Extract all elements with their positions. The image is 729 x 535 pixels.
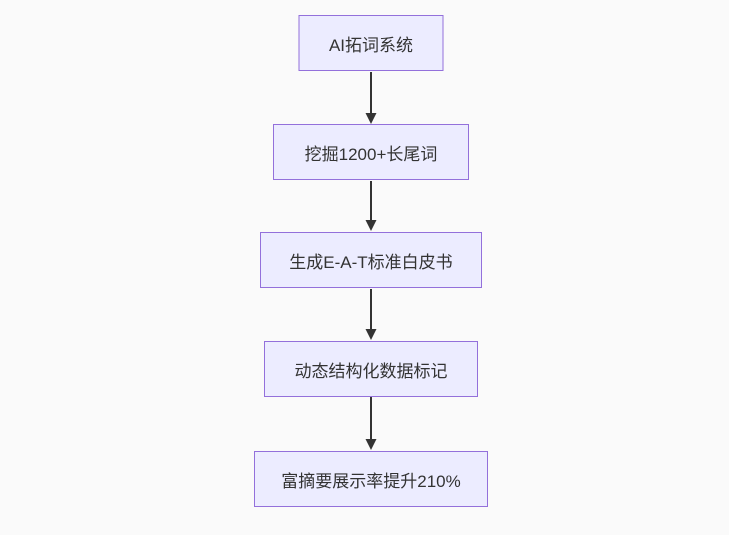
arrowhead-down-icon [365,329,377,340]
flow-node-longtail-mining: 挖掘1200+长尾词 [273,124,469,180]
flow-edge-d-e [365,397,377,450]
flow-node-rich-snippet-rate: 富摘要展示率提升210% [254,451,488,507]
flow-edge-a-b [365,72,377,124]
flow-edge-b-c [365,181,377,231]
arrowhead-down-icon [365,113,377,124]
flow-node-ai-keyword-system: AI拓词系统 [298,15,444,71]
arrowhead-down-icon [365,220,377,231]
flow-node-structured-data-markup: 动态结构化数据标记 [264,341,478,397]
arrowhead-down-icon [365,439,377,450]
flow-node-eat-whitepaper: 生成E-A-T标准白皮书 [260,232,482,288]
flow-edge-c-d [365,289,377,340]
